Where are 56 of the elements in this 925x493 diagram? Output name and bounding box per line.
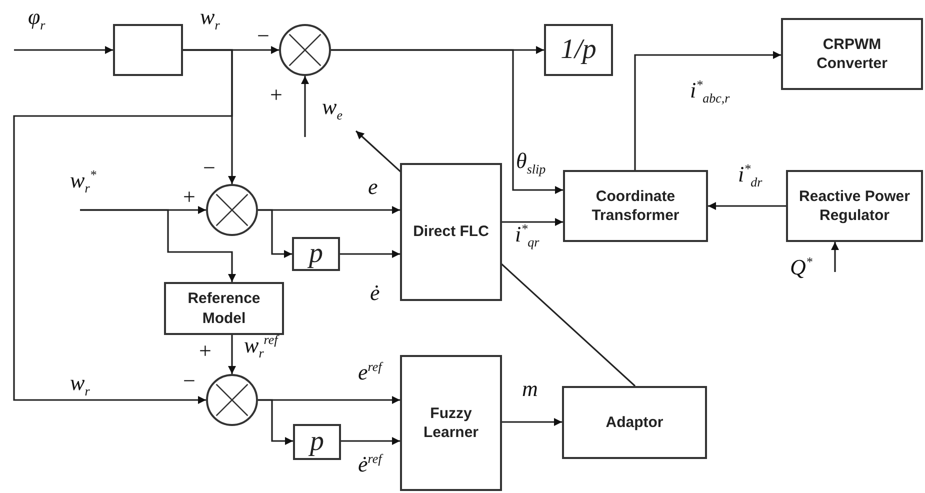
summing-junction [206,374,258,426]
process-box [400,355,502,491]
summing-junction [279,24,331,76]
signal-label: e [368,176,378,198]
process-box [164,282,284,335]
sign-label: + [270,84,282,106]
operator-label: p [307,424,325,459]
sign-label: − [257,25,270,47]
connector-line [258,399,293,445]
connector-line [331,49,563,194]
operator-label: p [306,236,324,271]
arrow [341,437,400,445]
sign-label: − [203,157,216,179]
connector-line [80,209,236,282]
block-label: CRPWM Converter [816,34,888,74]
sign-label: − [183,370,196,392]
block-label: Coordinate Transformer [590,186,680,226]
signal-label: m [522,378,538,400]
operator-label: 1/p [560,32,598,67]
block-label: Reference Model [186,289,262,328]
arrow [14,46,113,54]
arrow [228,335,236,374]
block-label: Fuzzy Learner [422,404,480,442]
arrow [340,250,400,258]
process-box [563,170,708,242]
connector-line [13,49,233,404]
sign-label: + [183,186,196,208]
signal-label: Q$^{*}$ [790,255,812,278]
block-label: Direct FLC [412,222,490,242]
arrow [502,218,563,226]
process-box [781,18,923,90]
arrow [831,242,839,272]
signal-label: e$^{ref}$ [358,360,382,384]
transfer-function-box [544,24,613,76]
connector-line [258,209,292,258]
arrow [301,76,309,137]
arrow [502,418,562,426]
summing-junction [206,184,258,236]
signal-label: ė$^{ref}$ [358,452,382,476]
block-box [113,24,183,76]
signal-label: φ$_{r}$ [28,6,46,32]
signal-label: θ$_{slip}$ [516,150,546,176]
arrow [708,202,786,210]
signal-label: w$_{r}$ [70,372,90,398]
sign-label: + [199,340,212,362]
signal-label: w$_{r}$ [200,6,220,32]
signal-label: w$_{e}$ [322,96,342,122]
process-box [562,386,707,459]
block-label: Adaptor [604,412,664,432]
signal-label: ė [370,282,380,304]
block-label: Reactive Power Regulator [798,186,911,226]
transfer-function-box [292,237,340,271]
connector-line [634,51,781,170]
process-box [786,170,923,242]
transfer-function-box [293,424,341,460]
process-box [400,163,502,301]
